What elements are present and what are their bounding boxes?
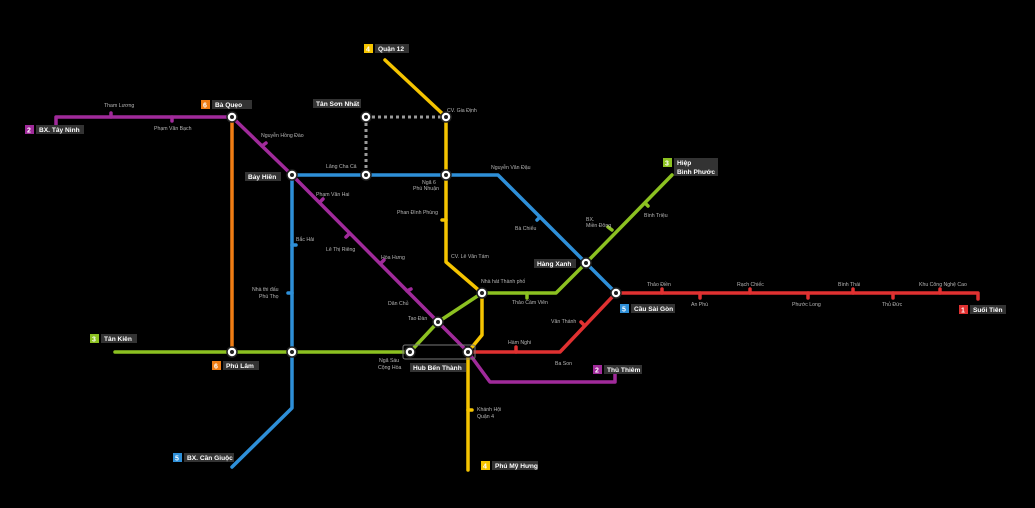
station-nha-hat-thanh-pho[interactable]: Nhà hát Thành phố [481, 279, 525, 285]
svg-text:4: 4 [483, 464, 487, 471]
svg-text:Cầu Sài Gòn: Cầu Sài Gòn [634, 304, 673, 313]
svg-text:Quận 12: Quận 12 [378, 46, 404, 53]
hub-hang-xanh[interactable]: Hàng Xanh [534, 259, 576, 268]
station-bx-mien-dong[interactable]: BX. [586, 217, 594, 223]
terminal-cau-sai-gon[interactable]: 5 Cầu Sài Gòn [620, 304, 675, 314]
svg-text:5: 5 [175, 456, 179, 463]
svg-text:3: 3 [92, 337, 96, 344]
svg-text:4: 4 [366, 47, 370, 54]
station-pham-van-bach[interactable]: Phạm Văn Bạch [154, 126, 192, 132]
svg-text:6: 6 [214, 364, 218, 371]
svg-text:Phú Lâm: Phú Lâm [226, 363, 254, 370]
svg-text:2: 2 [595, 368, 599, 375]
svg-text:Bà Quẹo: Bà Quẹo [215, 102, 242, 109]
hub-tan-son-nhat[interactable]: Tân Sơn Nhất [313, 99, 361, 108]
station-nga-6[interactable]: Ngã 6 [422, 180, 436, 186]
station-ham-nghi[interactable]: Hàm Nghi [508, 340, 531, 346]
station-ba-son[interactable]: Ba Son [555, 361, 572, 367]
terminal-bx-can-giuoc[interactable]: 5 BX. Cần Giuộc [173, 453, 234, 463]
terminal-thu-thiem[interactable]: 2 Thủ Thiêm [593, 365, 642, 375]
svg-text:Tân Kiên: Tân Kiên [104, 336, 132, 343]
hub-ben-thanh[interactable]: Hub Bến Thành [410, 363, 466, 372]
terminal-ba-queo[interactable]: 6 Bà Quẹo [201, 100, 252, 110]
station-nguyen-hong-dao[interactable]: Nguyễn Hồng Đào [261, 132, 304, 139]
line-4 [383, 58, 484, 472]
svg-text:Hàng Xanh: Hàng Xanh [537, 261, 571, 268]
station-phu-nhuan[interactable]: Phú Nhuận [413, 186, 439, 192]
station-le-thi-rieng[interactable]: Lê Thị Riêng [326, 247, 355, 253]
station-bac-hai[interactable]: Bắc Hải [296, 236, 314, 243]
svg-text:5: 5 [622, 307, 626, 314]
station-khanh-hoi-quan-4[interactable]: Khánh Hội [477, 407, 501, 413]
station-labels: Tham Lương Phạm Văn Bạch Nguyễn Hồng Đào… [104, 103, 967, 420]
svg-text:Suối Tiên: Suối Tiên [973, 306, 1003, 314]
svg-text:Quận 4: Quận 4 [477, 414, 494, 420]
svg-text:Cộng Hòa: Cộng Hòa [378, 365, 401, 371]
station-pham-van-hai[interactable]: Phạm Văn Hai [316, 192, 349, 198]
station-binh-thai[interactable]: Bình Thái [838, 282, 860, 288]
station-an-phu[interactable]: An Phú [691, 302, 708, 308]
station-nga-sau-cong-hoa[interactable]: Ngã Sáu [379, 358, 399, 364]
terminal-phu-my-hung[interactable]: 4 Phú Mỹ Hưng [481, 461, 538, 471]
svg-text:Miền Đông: Miền Đông [586, 223, 611, 229]
terminal-tan-kien[interactable]: 3 Tân Kiên [90, 334, 137, 344]
terminal-hiep-binh-phuoc[interactable]: 3 Hiệp Bình Phước [663, 158, 718, 176]
station-van-thanh[interactable]: Văn Thánh [551, 319, 576, 325]
svg-text:Hiệp: Hiệp [677, 160, 691, 167]
svg-text:1: 1 [961, 308, 965, 315]
station-thao-cam-vien[interactable]: Thảo Cầm Viên [512, 300, 548, 306]
svg-text:Bình Phước: Bình Phước [677, 169, 715, 176]
svg-text:Hub Bến Thành: Hub Bến Thành [413, 364, 462, 372]
station-tao-dan[interactable]: Tao Đàn [408, 316, 427, 322]
station-thao-dien[interactable]: Thảo Điền [647, 282, 671, 288]
station-rach-chiec[interactable]: Rạch Chiếc [737, 282, 764, 288]
svg-text:Thủ Thiêm: Thủ Thiêm [607, 367, 640, 374]
hub-bay-hien[interactable]: Bảy Hiền [245, 172, 281, 181]
hub-ben-thanh-frame [402, 344, 476, 360]
station-binh-trieu[interactable]: Bình Triệu [644, 213, 668, 219]
dotted-branch [364, 115, 446, 175]
svg-text:BX. Cần Giuộc: BX. Cần Giuộc [187, 453, 233, 462]
svg-text:3: 3 [665, 161, 669, 168]
svg-text:Tân Sơn Nhất: Tân Sơn Nhất [316, 100, 360, 108]
station-dan-chu[interactable]: Dân Chủ [388, 300, 409, 307]
station-cv-gia-dinh[interactable]: CV. Gia Định [447, 108, 477, 114]
station-hoa-hung[interactable]: Hòa Hưng [381, 255, 405, 261]
terminal-suoi-tien[interactable]: 1 Suối Tiên [959, 305, 1006, 315]
station-cv-le-van-tam[interactable]: CV. Lê Văn Tám [451, 254, 489, 260]
svg-text:Bảy Hiền: Bảy Hiền [248, 172, 276, 181]
station-phan-dinh-phung[interactable]: Phan Đình Phùng [397, 210, 438, 216]
svg-text:BX. Tây Ninh: BX. Tây Ninh [39, 127, 80, 134]
station-lang-cha-ca[interactable]: Lăng Cha Cả [326, 164, 357, 170]
station-phuoc-long[interactable]: Phước Long [792, 302, 821, 308]
station-nguyen-van-dau[interactable]: Nguyễn Văn Đậu [491, 164, 531, 171]
terminal-bx-tay-ninh[interactable]: 2 BX. Tây Ninh [25, 125, 84, 135]
terminal-quan-12[interactable]: 4 Quận 12 [364, 44, 409, 54]
station-thu-duc[interactable]: Thủ Đức [882, 301, 903, 308]
terminal-phu-lam[interactable]: 6 Phú Lâm [212, 361, 259, 371]
station-tham-luong[interactable]: Tham Lương [104, 103, 134, 109]
svg-text:2: 2 [27, 128, 31, 135]
line-1 [466, 287, 980, 354]
svg-text:Phú Thọ: Phú Thọ [259, 294, 279, 300]
station-khu-cong-nghe-cao[interactable]: Khu Công Nghệ Cao [919, 282, 967, 288]
station-nha-thi-dau-phu-tho[interactable]: Nhà thi đấu [252, 287, 279, 293]
svg-text:6: 6 [203, 103, 207, 110]
station-ba-chieu[interactable]: Bà Chiểu [515, 225, 536, 232]
svg-text:Phú Mỹ Hưng: Phú Mỹ Hưng [495, 463, 538, 470]
